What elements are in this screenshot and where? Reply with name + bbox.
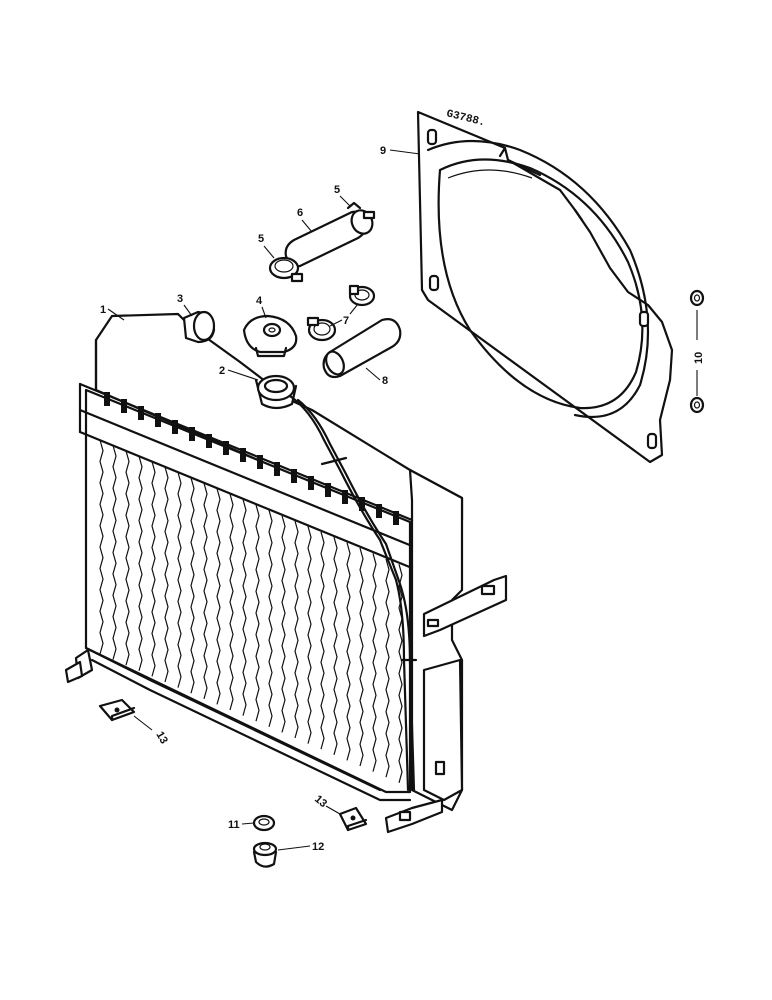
core-fin: [112, 445, 117, 660]
mounting-pad-left: [98, 698, 136, 722]
rail-slot: [257, 455, 263, 469]
callout-9: 9: [380, 145, 386, 157]
rail-slot: [240, 448, 246, 462]
core-fin: [346, 542, 351, 761]
rail-slot: [206, 434, 212, 448]
callout-13-left: 13: [153, 730, 170, 747]
rail-slot: [291, 469, 297, 483]
core-fin: [190, 477, 195, 694]
filler-neck: [256, 374, 296, 402]
callout-13-right: 13: [312, 793, 329, 810]
rail-slot: [104, 392, 110, 406]
callout-5-left: 5: [258, 233, 264, 245]
core-fin: [359, 547, 364, 767]
core-fin: [255, 504, 260, 722]
hose-clamp-upper-right: [346, 201, 376, 235]
core-fin: [138, 456, 143, 671]
rail-slot: [342, 490, 348, 504]
callout-6: 6: [297, 207, 303, 219]
core-fin: [372, 553, 377, 772]
core-fin: [307, 526, 312, 744]
callout-2: 2: [219, 365, 225, 377]
rail-slot: [325, 483, 331, 497]
core-fin: [281, 515, 286, 733]
core-fin: [320, 531, 325, 750]
core-fin: [333, 537, 338, 755]
core-fin: [294, 520, 299, 739]
callout-7: 7: [343, 315, 349, 327]
core-fin: [268, 510, 273, 727]
lower-hose: [322, 318, 402, 379]
core-fin: [99, 439, 104, 655]
washer-top: [689, 289, 705, 307]
callout-10: 10: [693, 352, 705, 364]
rail-slot: [274, 462, 280, 476]
radiator: [64, 312, 508, 834]
drain-plug: [252, 841, 278, 868]
core-fin: [216, 488, 221, 705]
rail-slot: [189, 427, 195, 441]
callout-12: 12: [312, 841, 324, 853]
callout-5-top: 5: [334, 184, 340, 196]
core-fin: [229, 493, 234, 711]
callout-1: 1: [100, 304, 106, 316]
hose-clamp-lower-right: [348, 284, 376, 307]
radiator-core-fins: [99, 392, 403, 783]
mounting-pad-right: [338, 806, 368, 832]
core-fin: [151, 461, 156, 677]
drain-washer: [252, 814, 276, 832]
callout-8: 8: [382, 375, 388, 387]
core-fin: [177, 472, 182, 688]
hose-clamp-upper-left: [268, 256, 304, 283]
rail-slot: [121, 399, 127, 413]
callout-11: 11: [228, 819, 240, 831]
rail-slot: [155, 413, 161, 427]
hose-clamp-lower-left: [306, 316, 337, 342]
core-fin: [125, 450, 130, 666]
fan-shroud: G3788.: [416, 108, 674, 464]
rail-slot: [172, 420, 178, 434]
rail-slot: [393, 511, 399, 525]
core-fin: [242, 499, 247, 716]
core-fin: [385, 558, 390, 778]
washer-bottom: [689, 396, 705, 414]
rail-slot: [138, 406, 144, 420]
rail-slot: [376, 504, 382, 518]
rail-slot: [223, 441, 229, 455]
upper-outlet-pipe: [182, 310, 216, 344]
core-fin: [203, 483, 208, 699]
core-fin: [164, 466, 169, 683]
callout-4: 4: [256, 295, 263, 307]
callout-3: 3: [177, 293, 183, 305]
radiator-cap: [242, 314, 298, 358]
rail-slot: [308, 476, 314, 490]
